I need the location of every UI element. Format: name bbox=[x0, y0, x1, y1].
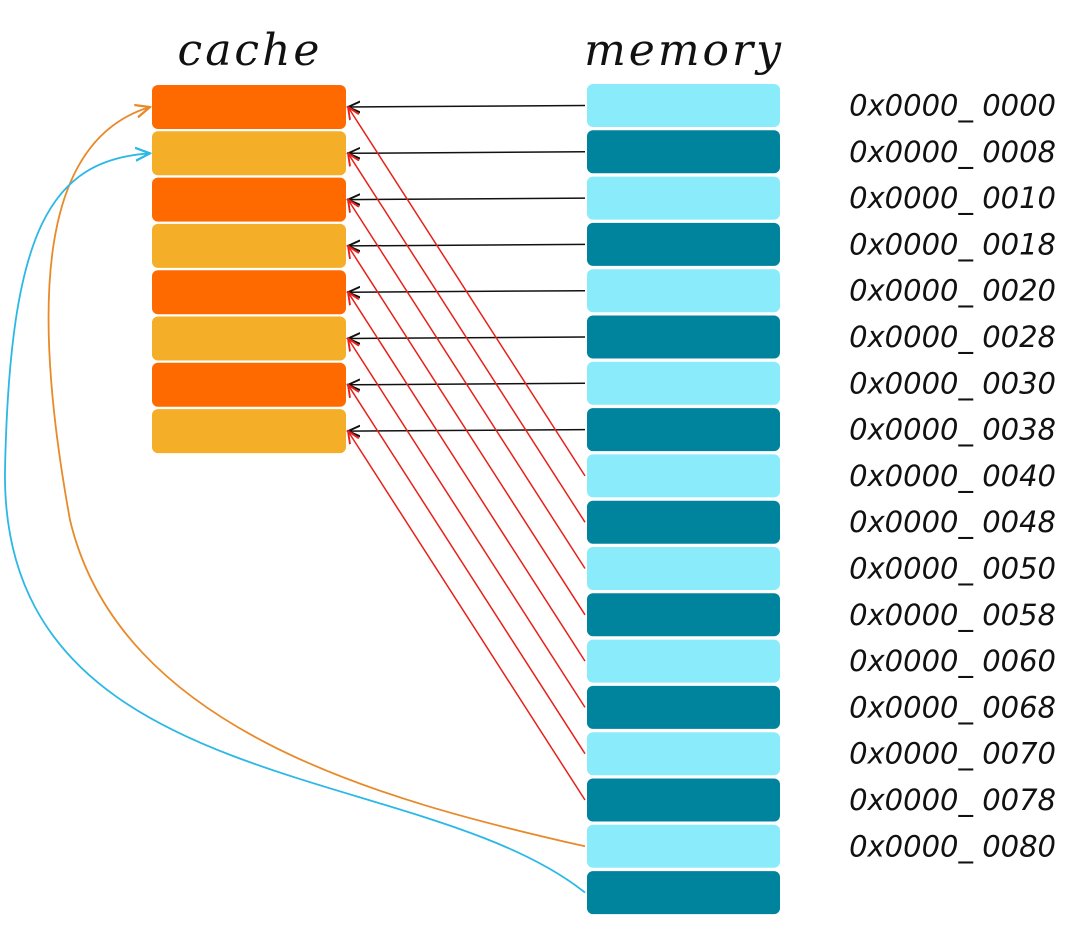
mapped-arrow-8 bbox=[348, 107, 586, 477]
cache-line-7 bbox=[152, 409, 346, 454]
cache-line-0 bbox=[152, 85, 346, 129]
direct-arrow-2 bbox=[348, 198, 586, 200]
mapped-arrow-10 bbox=[348, 200, 586, 569]
memory-line-10 bbox=[587, 547, 780, 590]
memory-line-8 bbox=[587, 454, 780, 498]
mapped-arrow-13 bbox=[348, 339, 586, 708]
mapped-arrow-15 bbox=[348, 431, 586, 801]
memory-line-7 bbox=[587, 408, 780, 452]
address-label-5: 0x0000_ 0028 bbox=[849, 320, 1056, 354]
address-label-15: 0x0000_ 0078 bbox=[849, 783, 1056, 817]
memory-line-5 bbox=[587, 315, 780, 359]
memory-title: memory bbox=[584, 25, 784, 76]
cache-line-4 bbox=[152, 270, 346, 315]
memory-block bbox=[587, 84, 780, 915]
memory-line-0 bbox=[587, 84, 780, 127]
address-labels: 0x0000_ 0000 0x0000_ 0008 0x0000_ 0010 0x00… bbox=[849, 89, 1056, 864]
address-label-14: 0x0000_ 0070 bbox=[849, 737, 1056, 771]
address-label-7: 0x0000_ 0038 bbox=[849, 413, 1056, 447]
memory-line-11 bbox=[587, 593, 780, 637]
memory-line-17 bbox=[587, 871, 780, 915]
address-label-6: 0x0000_ 0030 bbox=[849, 366, 1056, 400]
memory-line-1 bbox=[587, 130, 780, 174]
cache-title: cache bbox=[178, 25, 323, 76]
memory-line-3 bbox=[587, 222, 780, 266]
direct-arrow-1 bbox=[348, 152, 586, 154]
cache-block bbox=[152, 85, 346, 454]
address-label-10: 0x0000_ 0050 bbox=[849, 552, 1056, 586]
memory-line-14 bbox=[587, 732, 780, 776]
cache-line-6 bbox=[152, 362, 346, 407]
memory-line-13 bbox=[587, 685, 780, 729]
address-label-16: 0x0000_ 0080 bbox=[849, 829, 1056, 863]
memory-line-2 bbox=[587, 176, 780, 220]
memory-line-6 bbox=[587, 361, 780, 405]
address-label-4: 0x0000_ 0020 bbox=[849, 274, 1056, 308]
address-label-11: 0x0000_ 0058 bbox=[849, 598, 1056, 632]
cache-line-2 bbox=[152, 177, 346, 222]
direct-arrow-0 bbox=[348, 106, 586, 108]
cache-line-3 bbox=[152, 223, 346, 268]
cache-line-1 bbox=[152, 131, 346, 176]
address-label-12: 0x0000_ 0060 bbox=[849, 644, 1056, 678]
cache-line-5 bbox=[152, 316, 346, 361]
memory-line-16 bbox=[587, 824, 780, 868]
mapped-arrow-12 bbox=[348, 292, 586, 662]
address-label-1: 0x0000_ 0008 bbox=[849, 135, 1056, 169]
mapping-arrows bbox=[4, 106, 586, 894]
memory-line-15 bbox=[587, 778, 780, 822]
mapped-arrow-14 bbox=[348, 385, 586, 755]
address-label-9: 0x0000_ 0048 bbox=[849, 505, 1056, 539]
wraparound-arrow-line-17 bbox=[4, 153, 586, 894]
memory-line-9 bbox=[587, 500, 780, 544]
direct-arrow-3 bbox=[348, 244, 586, 246]
address-label-0: 0x0000_ 0000 bbox=[849, 89, 1056, 123]
address-label-13: 0x0000_ 0068 bbox=[849, 690, 1056, 724]
mapped-arrow-11 bbox=[348, 246, 586, 616]
address-label-2: 0x0000_ 0010 bbox=[849, 181, 1056, 215]
address-label-8: 0x0000_ 0040 bbox=[849, 459, 1056, 493]
address-label-3: 0x0000_ 0018 bbox=[849, 227, 1056, 261]
mapped-arrow-9 bbox=[348, 153, 586, 523]
memory-line-12 bbox=[587, 639, 780, 683]
memory-line-4 bbox=[587, 269, 780, 313]
